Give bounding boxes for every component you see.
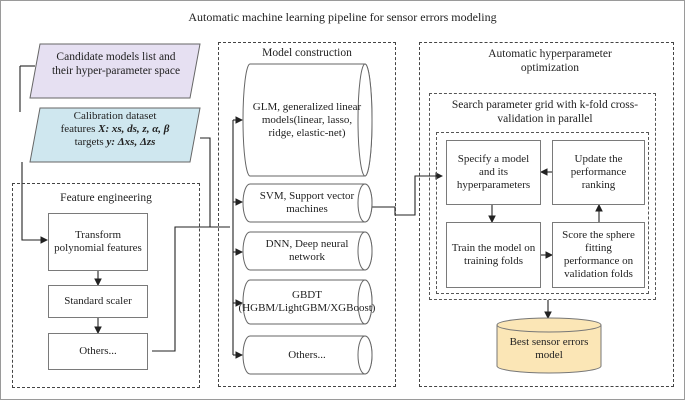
diagram-title: Automatic machine learning pipeline for … bbox=[188, 10, 497, 24]
hyperparameter-panel bbox=[419, 42, 674, 387]
candidate-models-label: Candidate models list and their hyper-pa… bbox=[51, 51, 181, 77]
step-score-performance: Score the sphere fitting performance on … bbox=[552, 222, 645, 288]
cylinder-svm bbox=[242, 183, 373, 223]
calibration-targets: targets y: Δxs, Δzs bbox=[74, 136, 156, 148]
model-svm-label: SVM, Support vector machines bbox=[259, 190, 355, 215]
step-specify-model: Specify a model and its hyperparameters bbox=[446, 140, 541, 205]
calibration-dataset-shape bbox=[29, 107, 201, 163]
feature-engineering-panel bbox=[12, 183, 200, 388]
step-standard-scaler: Standard scaler bbox=[48, 285, 148, 318]
arrow-inputs-to-transform bbox=[19, 66, 47, 240]
calibration-title: Calibration dataset bbox=[73, 110, 157, 122]
calibration-features: features X: xs, ds, z, α, β bbox=[60, 123, 170, 135]
search-grid-title: Search parameter grid with k-fold cross-… bbox=[451, 99, 639, 125]
search-grid-panel bbox=[429, 93, 656, 300]
best-model-label: Best sensor errors model bbox=[509, 336, 589, 361]
cylinder-gbdt bbox=[242, 279, 373, 325]
cylinder-others bbox=[242, 335, 373, 375]
cylinder-dnn bbox=[242, 231, 373, 271]
cylinder-glm bbox=[242, 63, 373, 177]
candidate-models-shape bbox=[29, 43, 201, 99]
best-model-cylinder bbox=[496, 317, 602, 374]
step-update-ranking: Update the performance ranking bbox=[552, 140, 645, 205]
model-glm-label: GLM, generalized linear models(linear, l… bbox=[252, 100, 362, 139]
step-others-features: Others... bbox=[48, 333, 148, 370]
step-train-model: Train the model on training folds bbox=[446, 222, 541, 288]
step-transform-polynomial: Transform polynomial features bbox=[48, 213, 148, 271]
cv-loop-panel bbox=[436, 132, 649, 294]
model-gbdt-label: GBDT (HGBM/LightGBM/XGBoost) bbox=[238, 289, 376, 314]
hyperparameter-title: Automatic hyperparameter optimization bbox=[488, 48, 612, 74]
feature-engineering-title: Feature engineering bbox=[60, 192, 152, 204]
calibration-dataset-label: Calibration dataset features X: xs, ds, … bbox=[40, 110, 190, 149]
model-construction-title: Model construction bbox=[262, 47, 352, 59]
model-construction-panel bbox=[218, 42, 396, 387]
model-others-label: Others... bbox=[288, 348, 326, 361]
model-dnn-label: DNN, Deep neural network bbox=[265, 238, 349, 263]
arrow-features-to-models bbox=[152, 226, 230, 352]
